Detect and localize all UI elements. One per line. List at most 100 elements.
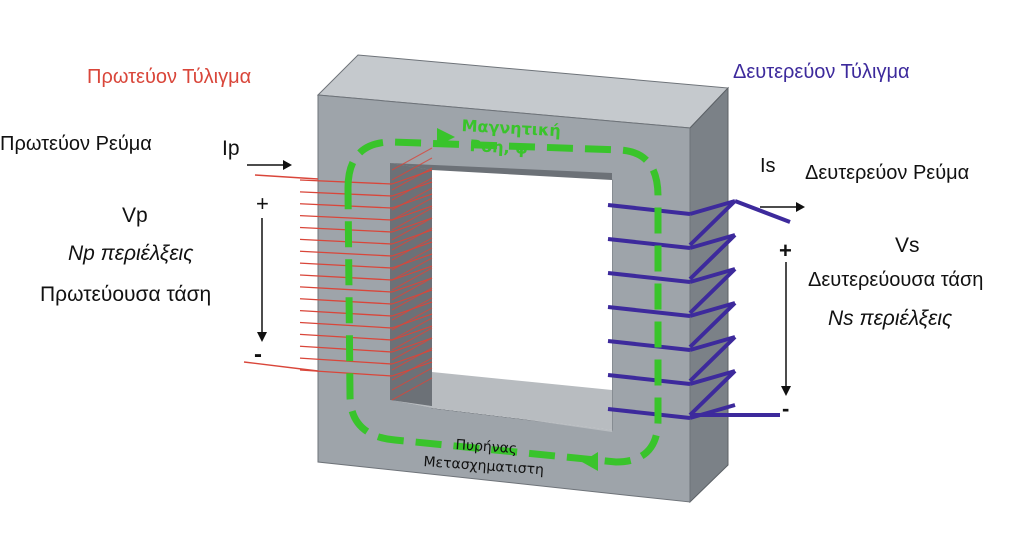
secondary-turn-side: [689, 233, 736, 250]
secondary-minus-sign: -: [782, 396, 790, 421]
secondary-turn-diagonal: [688, 267, 737, 315]
secondary-turn-front: [607, 373, 691, 386]
primary-hatch: [391, 307, 433, 331]
secondary-voltage-label: Δευτερεύουσα τάση: [808, 269, 984, 291]
primary-turn-back: [391, 325, 433, 341]
primary-turn: [299, 345, 393, 353]
primary-turn-back: [391, 169, 433, 185]
primary-current-symbol: Ip: [222, 137, 240, 160]
secondary-turn-diagonal: [688, 301, 737, 349]
flux-arrow-top: [437, 128, 455, 146]
primary-turn-back: [391, 265, 433, 281]
secondary-current-symbol: Is: [760, 155, 776, 177]
primary-current-label: Πρωτεύον Ρεύμα: [0, 133, 152, 155]
primary-hatch: [391, 337, 433, 361]
secondary-plus-sign: +: [779, 238, 792, 263]
secondary-turns-label: Ns περιέλξεις: [828, 307, 953, 330]
primary-hatch: [391, 207, 433, 231]
primary-turn-back: [391, 277, 433, 293]
primary-hatch: [391, 197, 433, 221]
secondary-turn-front: [607, 339, 691, 352]
primary-turn: [299, 250, 393, 257]
primary-turn: [299, 286, 393, 293]
primary-lead-bottom: [243, 361, 319, 372]
primary-winding: [243, 147, 433, 401]
primary-hatch: [391, 267, 433, 291]
primary-turn-back: [391, 229, 433, 245]
primary-hatch: [391, 367, 433, 391]
current-and-voltage-arrows: [247, 160, 805, 396]
primary-turn-back: [391, 217, 433, 233]
primary-turn: [299, 357, 393, 365]
primary-hatch: [391, 257, 433, 281]
primary-turn-back: [391, 313, 433, 329]
primary-voltage-arrowhead: [257, 332, 267, 342]
primary-turn-back: [391, 193, 433, 209]
secondary-voltage-symbol: Vs: [895, 234, 920, 257]
primary-hatch: [391, 217, 433, 241]
primary-turn-back: [391, 349, 433, 365]
secondary-turn-side: [689, 267, 736, 284]
primary-hatch: [391, 347, 433, 371]
magnetic-flux-path: [344, 128, 662, 471]
primary-hatch: [391, 297, 433, 321]
core-window-opening: [432, 170, 612, 430]
primary-hatch: [391, 167, 433, 191]
secondary-turn-front: [607, 237, 691, 250]
primary-winding-title: Πρωτεύον Τύλιγμα: [87, 66, 252, 88]
primary-hatch: [391, 147, 433, 171]
flux-arrow-bottom: [582, 452, 598, 471]
primary-voltage-symbol: Vp: [122, 204, 148, 227]
secondary-current-label: Δευτερεύον Ρεύμα: [805, 162, 970, 184]
secondary-voltage-arrowhead: [781, 386, 791, 396]
flux-loop: [344, 138, 662, 466]
primary-hatch: [391, 237, 433, 261]
secondary-turn-front: [607, 305, 691, 318]
primary-minus-sign: -: [254, 341, 262, 368]
secondary-lead-top: [734, 199, 791, 224]
secondary-winding: [607, 199, 791, 420]
primary-hatch: [391, 287, 433, 311]
primary-turn-back: [391, 253, 433, 269]
primary-hatch: [391, 177, 433, 201]
primary-hatch: [391, 157, 433, 181]
secondary-turn-diagonal: [688, 335, 737, 383]
primary-turn-back: [391, 337, 433, 353]
primary-turn: [299, 214, 393, 221]
primary-hatch: [391, 227, 433, 251]
primary-hatch: [391, 187, 433, 211]
primary-turn: [299, 369, 393, 377]
primary-lead-top: [254, 174, 319, 180]
core-window-bottom-shadow: [432, 372, 612, 430]
primary-current-arrowhead: [283, 160, 292, 170]
primary-turn-back: [391, 289, 433, 305]
core-window-top-wall: [390, 163, 612, 180]
primary-hatch: [391, 277, 433, 301]
primary-hatch: [391, 357, 433, 381]
primary-hatch: [391, 327, 433, 351]
secondary-turn-diagonal: [688, 369, 737, 417]
primary-hatch: [391, 317, 433, 341]
secondary-turn-side: [689, 335, 736, 352]
flux-label-line2: Ροη, φ: [469, 136, 529, 159]
primary-voltage-label: Πρωτεύουσα τάση: [40, 283, 212, 306]
primary-plus-sign: +: [256, 191, 269, 216]
primary-hatch: [391, 377, 433, 401]
secondary-turn-front: [607, 203, 691, 216]
secondary-turn-front: [607, 271, 691, 284]
secondary-turn-side: [689, 301, 736, 318]
secondary-turn-front: [607, 407, 691, 420]
primary-hatch: [391, 247, 433, 271]
secondary-turn-side: [689, 369, 736, 386]
secondary-current-arrowhead: [796, 202, 805, 212]
secondary-turn-diagonal: [688, 233, 737, 281]
primary-turns-label: Np περιέλξεις: [68, 242, 194, 265]
secondary-winding-title: Δευτερεύον Τύλιγμα: [733, 61, 910, 83]
core-label-line1: Πυρήνας: [454, 437, 518, 458]
secondary-turn-diagonal: [688, 199, 737, 247]
primary-turn-back: [391, 205, 433, 221]
secondary-turn-side: [689, 199, 736, 216]
primary-turn: [299, 321, 393, 329]
